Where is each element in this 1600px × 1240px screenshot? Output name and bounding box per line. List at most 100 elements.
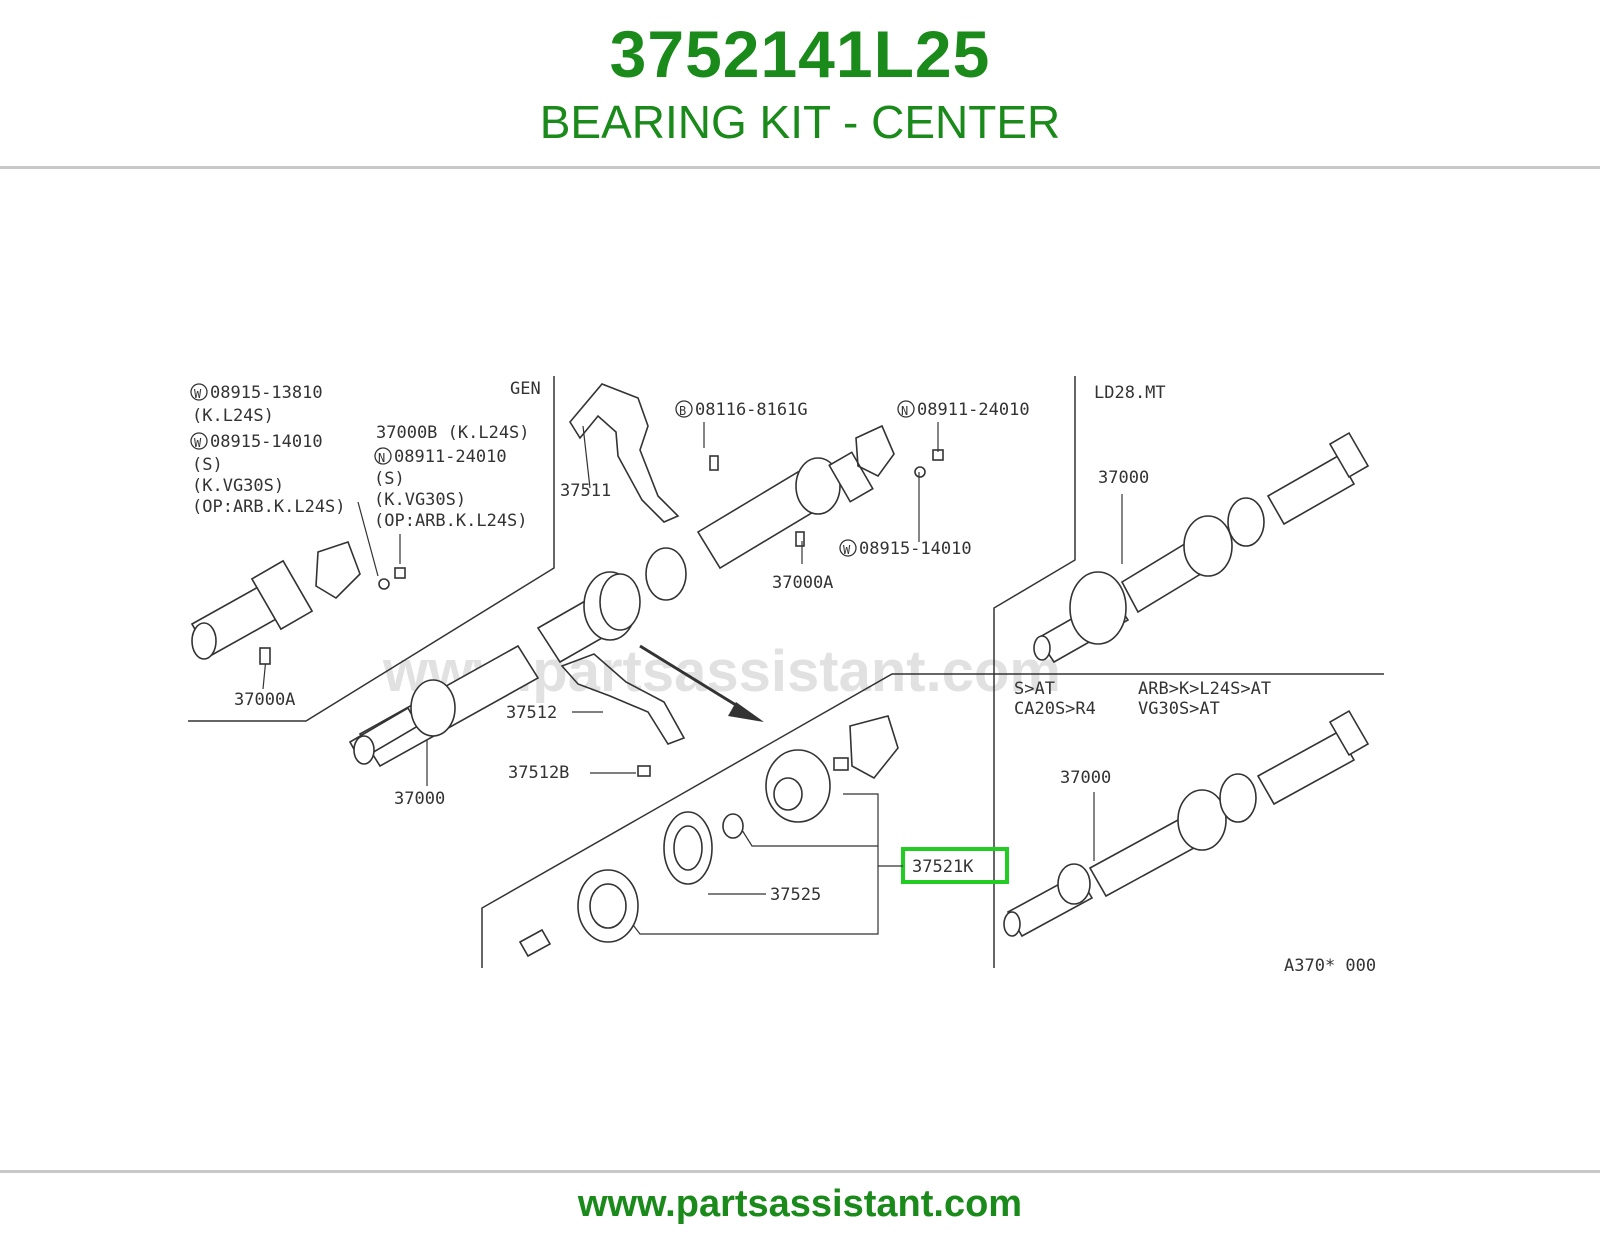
bracket-37511 xyxy=(569,383,680,523)
note-w2-line1: (S) xyxy=(192,455,223,475)
left-companion-flange xyxy=(315,540,361,600)
section-dividers xyxy=(188,376,1384,968)
nut-37512b xyxy=(637,765,651,777)
label-37521k: 37521K xyxy=(912,857,974,877)
bracket-37512 xyxy=(560,653,686,745)
main-propeller-shaft xyxy=(348,451,874,768)
note-n1: N 08911-24010 (S) (K.VG30S) (OP:ARB.K.L2… xyxy=(374,447,528,531)
leader-kit-bearing xyxy=(629,866,879,935)
at-propeller-shaft xyxy=(1003,709,1370,938)
bolt-37000a xyxy=(795,531,805,547)
top-washer xyxy=(914,466,926,478)
divider-ld28 xyxy=(993,376,1076,968)
center-bearing-inner xyxy=(589,883,627,929)
section-label-ld28: LD28.MT xyxy=(1094,383,1166,403)
leader-w2 xyxy=(357,501,379,577)
note-w2-line2: (K.VG30S) xyxy=(192,476,284,496)
n-symbol-icon xyxy=(897,400,915,418)
n-symbol-icon xyxy=(374,447,392,465)
center-brackets xyxy=(560,383,944,777)
note-w2-code: 08915-14010 xyxy=(210,432,323,452)
retainer-inner xyxy=(673,825,703,871)
note-n1-line1: (S) xyxy=(374,469,405,489)
shaft-end-face xyxy=(353,735,375,765)
leader-kit-nut xyxy=(741,829,878,847)
label-37000a-top: 37000A xyxy=(772,573,833,593)
left-yoke xyxy=(250,559,314,631)
ld28-front-joint xyxy=(1069,571,1127,645)
left-shaft-end xyxy=(191,622,217,660)
part-number-title: 3752141L25 xyxy=(609,17,991,91)
leader-lines xyxy=(262,422,1123,935)
direction-arrow-icon xyxy=(639,644,764,722)
kit-companion-flange xyxy=(849,715,899,780)
label-37525: 37525 xyxy=(770,885,821,905)
label-37511: 37511 xyxy=(560,481,611,501)
b-symbol-icon xyxy=(675,400,693,418)
label-37000-ld28: 37000 xyxy=(1098,468,1149,488)
divider-gen-left xyxy=(188,376,555,722)
section-label-s-at: S>AT xyxy=(1014,679,1055,699)
b-symbol-letter: B xyxy=(679,404,686,418)
divider-kit-area xyxy=(481,673,1384,968)
note-w2: W 08915-14010 (S) (K.VG30S) (OP:ARB.K.L2… xyxy=(190,432,346,517)
note-w1-code: 08915-13810 xyxy=(210,383,323,403)
kit-nut xyxy=(833,757,849,771)
parts-diagram: www.partsassistant.com GEN LD28.MT S>AT … xyxy=(178,346,1418,996)
w-symbol-letter: W xyxy=(194,387,202,401)
leader-kit-flange xyxy=(843,793,903,867)
left-nut xyxy=(394,567,406,579)
w-symbol-icon xyxy=(190,383,208,401)
n-symbol-letter: N xyxy=(378,451,385,465)
note-w3: W 08915-14010 xyxy=(839,539,972,559)
w-symbol-letter: W xyxy=(843,543,851,557)
note-n2-code: 08911-24010 xyxy=(917,400,1030,420)
ld28-center-bearing xyxy=(1183,515,1233,577)
bearing-kit-parts xyxy=(518,715,899,958)
front-universal-joint xyxy=(410,679,456,737)
header-divider xyxy=(0,166,1600,169)
w-symbol-letter: W xyxy=(194,436,202,450)
left-detail-shaft xyxy=(190,540,406,665)
section-label-gen: GEN xyxy=(510,379,541,399)
note-n2: N 08911-24010 xyxy=(897,400,1030,420)
note-n1-line3: (OP:ARB.K.L24S) xyxy=(374,511,528,531)
kit-flange-bore xyxy=(773,777,803,811)
part-name-subtitle: BEARING KIT - CENTER xyxy=(539,96,1061,148)
at-front-joint xyxy=(1057,863,1091,905)
label-37512b: 37512B xyxy=(508,763,569,783)
at-rear-tube xyxy=(1256,730,1356,806)
note-b2: B 08116-8161G xyxy=(675,400,808,420)
footer-site-link[interactable]: www.partsassistant.com xyxy=(577,1183,1023,1225)
diagram-background xyxy=(178,346,1418,996)
at-middle-joint xyxy=(1219,773,1257,823)
center-bearing-ring xyxy=(599,573,641,631)
note-w1-applicability: (K.L24S) xyxy=(192,406,274,426)
ld28-rear-flange xyxy=(1328,431,1370,479)
at-rear-flange xyxy=(1328,709,1370,757)
shaft-spline-end xyxy=(518,928,552,958)
ld28-rear-tube xyxy=(1266,454,1356,526)
figure-code: A370* 000 xyxy=(1284,956,1376,976)
ld28-middle-joint xyxy=(1227,497,1265,547)
left-bolt xyxy=(259,647,271,665)
page-header: 3752141L25 BEARING KIT - CENTER xyxy=(0,0,1600,168)
section-label-vg30s: VG30S>AT xyxy=(1138,699,1220,719)
ld28-propeller-shaft xyxy=(1033,431,1370,664)
n-symbol-letter: N xyxy=(901,404,908,418)
note-w2-line3: (OP:ARB.K.L24S) xyxy=(192,497,346,517)
kit-washer xyxy=(722,813,744,839)
label-37000-at: 37000 xyxy=(1060,768,1111,788)
footer-divider xyxy=(0,1170,1600,1173)
at-center-bearing xyxy=(1177,789,1227,851)
note-w1: W 08915-13810 (K.L24S) xyxy=(190,383,323,426)
section-label-ca20s: CA20S>R4 xyxy=(1014,699,1096,719)
label-37000-main: 37000 xyxy=(394,789,445,809)
w-symbol-icon xyxy=(839,539,857,557)
w-symbol-icon xyxy=(190,432,208,450)
note-b2-code: 08116-8161G xyxy=(695,400,808,420)
label-37512: 37512 xyxy=(506,703,557,723)
ld28-shaft-end xyxy=(1033,635,1051,661)
section-label-arb: ARB>K>L24S>AT xyxy=(1138,679,1271,699)
middle-universal-joint xyxy=(645,547,687,601)
